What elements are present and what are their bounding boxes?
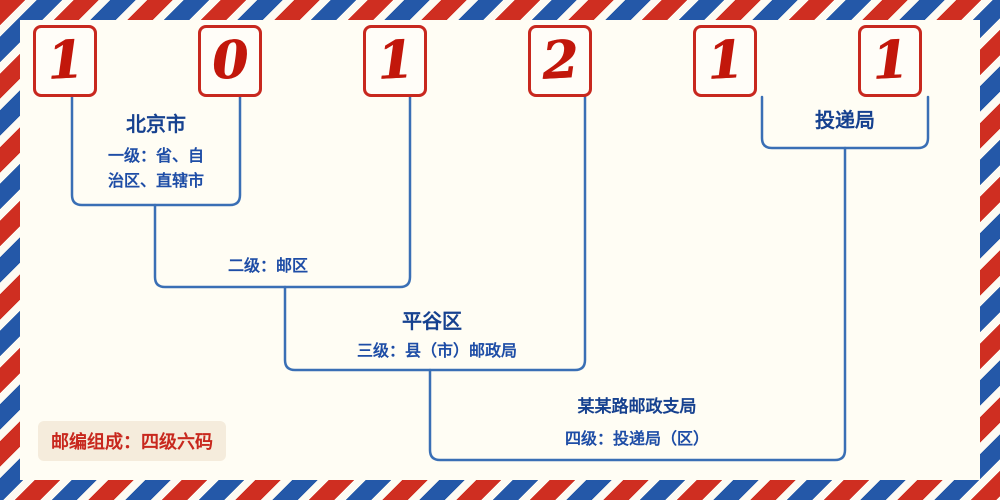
branch-name-label: 某某路邮政支局 — [577, 397, 697, 417]
digit-box-2: 0 — [198, 25, 262, 97]
digit-value-6: 1 — [870, 29, 910, 92]
digit-value-4: 2 — [540, 29, 580, 92]
level1-description-label: 一级：省、自 治区、直辖市 — [107, 146, 205, 190]
digit-value-1: 1 — [45, 29, 85, 92]
diagram-canvas — [20, 20, 980, 480]
digit-box-5: 1 — [693, 25, 757, 97]
digit-box-4: 2 — [528, 25, 592, 97]
digit-box-6: 1 — [858, 25, 922, 97]
digit-value-5: 1 — [705, 29, 745, 92]
level4-description-label: 四级：投递局（区） — [564, 429, 710, 448]
digit-box-3: 1 — [363, 25, 427, 97]
province-name-label: 北京市 — [126, 112, 186, 136]
digit-value-2: 0 — [210, 29, 250, 92]
level2-description-label: 二级：邮区 — [227, 256, 309, 275]
digit-box-1: 1 — [33, 25, 97, 97]
delivery-office-label: 投递局 — [815, 108, 875, 132]
postal-code-composition-note: 邮编组成：四级六码 — [38, 421, 226, 461]
level3-description-label: 三级：县（市）邮政局 — [356, 341, 518, 360]
county-name-label: 平谷区 — [402, 309, 462, 333]
digit-value-3: 1 — [375, 29, 415, 92]
